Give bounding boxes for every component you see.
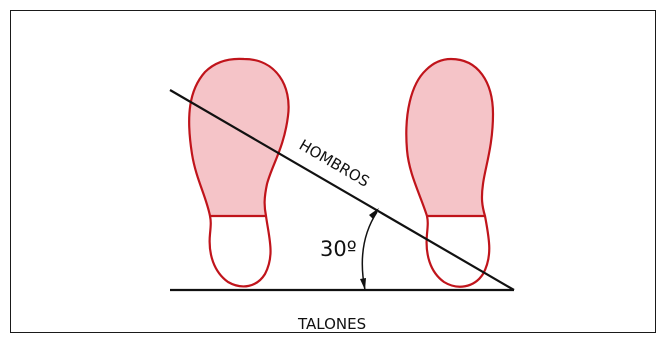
angle-arrow-bottom xyxy=(360,278,366,290)
heels-label: TALONES xyxy=(297,315,366,333)
shoulders-label: HOMBROS xyxy=(296,136,373,191)
left-footprint xyxy=(188,57,290,288)
shoulders-line xyxy=(169,89,515,291)
angle-label: 30º xyxy=(320,237,357,261)
angle-arrow-top xyxy=(369,208,379,219)
right-footprint xyxy=(405,57,495,288)
diagram-frame xyxy=(10,10,656,333)
